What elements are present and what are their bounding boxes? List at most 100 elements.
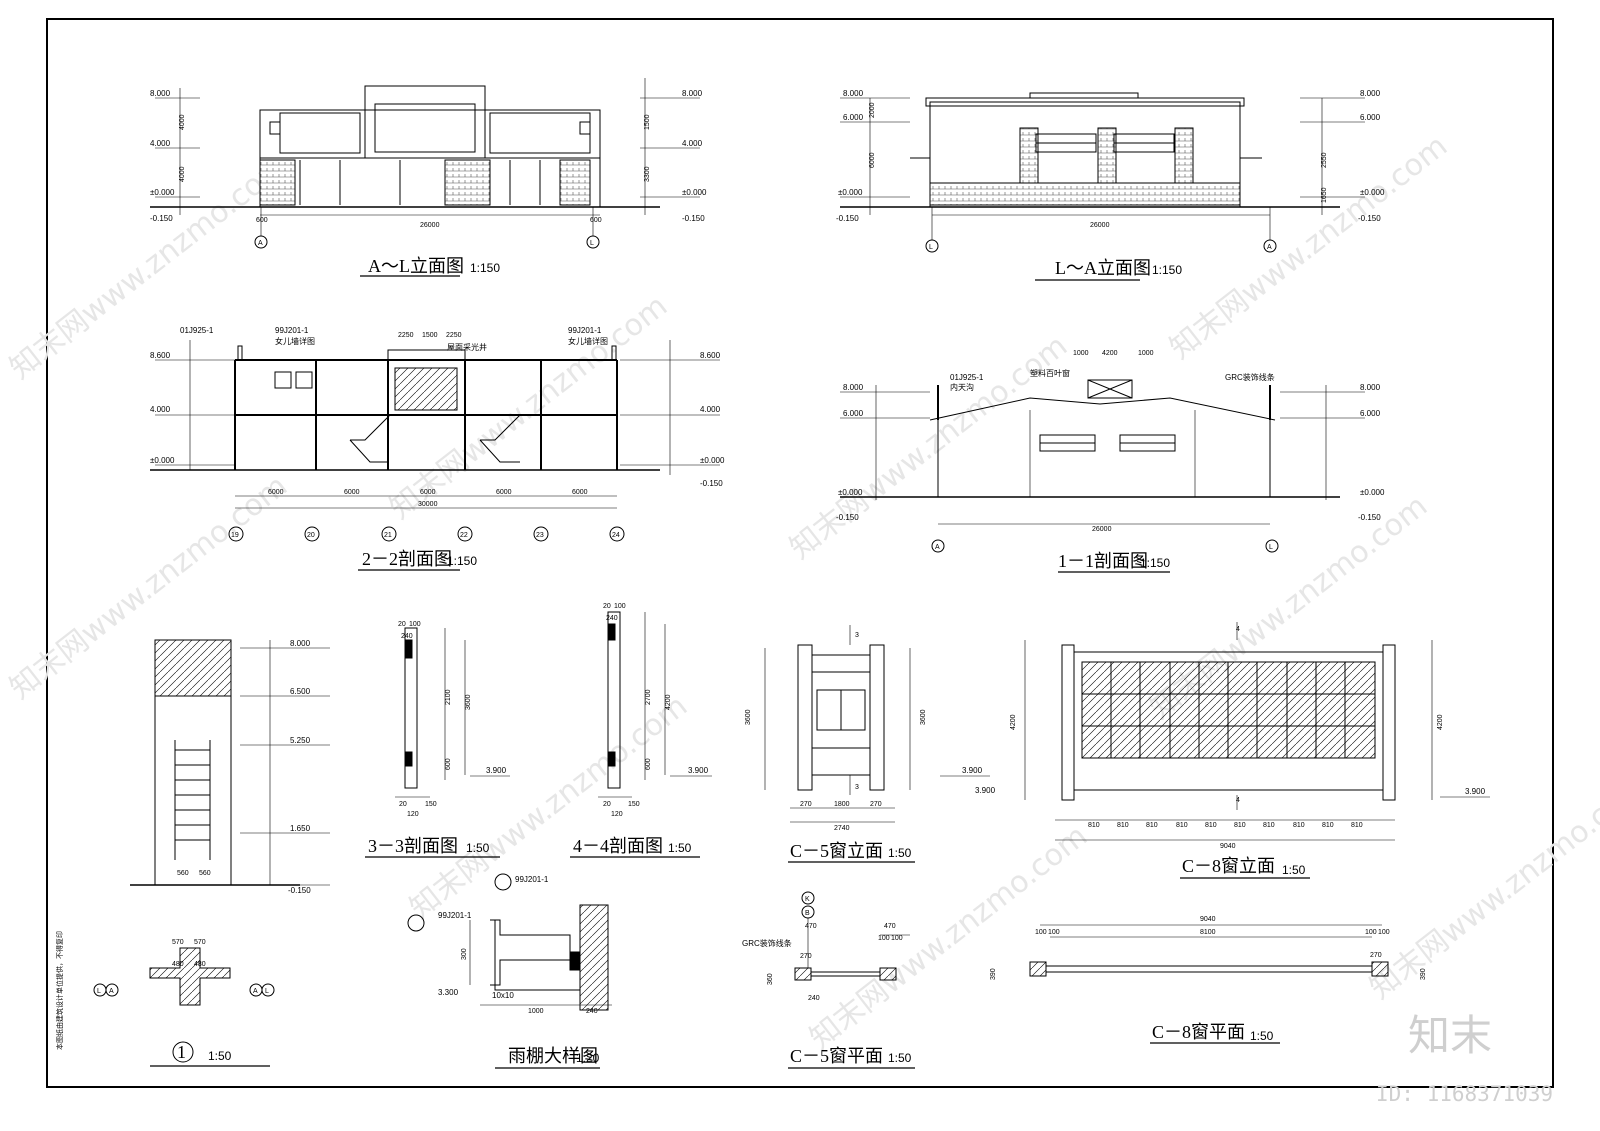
- svg-text:3.300: 3.300: [438, 988, 459, 997]
- svg-text:810: 810: [1263, 822, 1275, 829]
- svg-text:100: 100: [1378, 929, 1390, 936]
- svg-text:600: 600: [256, 217, 268, 224]
- svg-text:-0.150: -0.150: [682, 214, 705, 223]
- svg-text:30000: 30000: [418, 501, 438, 508]
- svg-text:560: 560: [177, 870, 189, 877]
- svg-text:100: 100: [891, 935, 903, 942]
- svg-text:270: 270: [1370, 952, 1382, 959]
- svg-text:4200: 4200: [1010, 714, 1017, 730]
- svg-text:120: 120: [407, 811, 419, 818]
- svg-text:3.900: 3.900: [1465, 787, 1486, 796]
- svg-text:屋面采光井: 屋面采光井: [447, 342, 487, 352]
- canopy-detail-text: 1000 240 300 3.300 99J201-1 99J201-1 10x…: [438, 875, 600, 1066]
- svg-text:知末网www.znzmo.com: 知末网www.znzmo.com: [783, 328, 1074, 566]
- svg-text:270: 270: [870, 801, 882, 808]
- svg-text:塑料百叶窗: 塑料百叶窗: [1030, 368, 1070, 378]
- svg-text:8.000: 8.000: [1360, 383, 1381, 392]
- svg-text:4000: 4000: [179, 166, 186, 182]
- svg-text:10x10: 10x10: [492, 991, 514, 1000]
- watermark-logo: 知末: [1408, 1011, 1492, 1060]
- svg-text:8.000: 8.000: [843, 89, 864, 98]
- svg-text:知末网www.znzmo.com: 知末网www.znzmo.com: [1163, 128, 1454, 366]
- svg-text:L: L: [929, 244, 933, 251]
- svg-text:810: 810: [1293, 822, 1305, 829]
- svg-text:1500: 1500: [422, 332, 438, 339]
- svg-text:600: 600: [445, 758, 452, 770]
- svg-text:1:50: 1:50: [1250, 1029, 1274, 1043]
- svg-text:4.000: 4.000: [150, 405, 171, 414]
- svg-text:1:150: 1:150: [470, 261, 500, 275]
- svg-text:4: 4: [1236, 797, 1240, 804]
- svg-text:8.600: 8.600: [150, 351, 171, 360]
- svg-text:4200: 4200: [665, 694, 672, 710]
- svg-text:810: 810: [1117, 822, 1129, 829]
- svg-text:C－5窗立面: C－5窗立面: [790, 841, 883, 861]
- drawing-frame: [46, 18, 1554, 1088]
- svg-text:女儿墙详图: 女儿墙详图: [275, 336, 315, 346]
- svg-text:26000: 26000: [420, 222, 440, 229]
- svg-text:6.000: 6.000: [1360, 113, 1381, 122]
- svg-text:6000: 6000: [496, 489, 512, 496]
- svg-text:480: 480: [194, 961, 206, 968]
- svg-text:4.000: 4.000: [150, 139, 171, 148]
- svg-text:600: 600: [645, 758, 652, 770]
- svg-text:GRC装饰线条: GRC装饰线条: [742, 938, 792, 948]
- svg-text:8.000: 8.000: [150, 89, 171, 98]
- svg-text:K: K: [805, 896, 810, 903]
- svg-text:A: A: [109, 988, 114, 995]
- svg-text:1:20: 1:20: [576, 1051, 600, 1065]
- svg-text:23: 23: [536, 532, 544, 539]
- svg-text:A: A: [253, 988, 258, 995]
- svg-text:150: 150: [628, 801, 640, 808]
- svg-text:8.000: 8.000: [1360, 89, 1381, 98]
- svg-text:雨棚大样图: 雨棚大样图: [508, 1046, 598, 1066]
- svg-text:1500: 1500: [644, 114, 651, 130]
- svg-text:6.000: 6.000: [843, 409, 864, 418]
- watermark: 知末网www.znzmo.com 知末网www.znzmo.com 知末网www…: [3, 128, 1600, 1056]
- svg-text:2100: 2100: [445, 689, 452, 705]
- svg-text:±0.000: ±0.000: [150, 188, 175, 197]
- svg-text:20: 20: [398, 621, 406, 628]
- svg-text:女儿墙详图: 女儿墙详图: [568, 336, 608, 346]
- svg-text:100: 100: [878, 935, 890, 942]
- svg-text:240: 240: [606, 615, 618, 622]
- svg-text:-0.150: -0.150: [150, 214, 173, 223]
- svg-text:1650: 1650: [1321, 187, 1328, 203]
- al-elevation: [150, 78, 700, 277]
- svg-text:-0.150: -0.150: [1358, 513, 1381, 522]
- svg-text:6.000: 6.000: [843, 113, 864, 122]
- section-1-1-text: 8.000 6.000 ±0.000 -0.150 8.000 6.000 ±0…: [836, 350, 1385, 571]
- svg-text:1:50: 1:50: [668, 841, 692, 855]
- svg-text:±0.000: ±0.000: [682, 188, 707, 197]
- svg-text:B: B: [805, 910, 810, 917]
- svg-text:3－3剖面图: 3－3剖面图: [368, 836, 458, 856]
- svg-text:A: A: [258, 240, 263, 247]
- svg-text:21: 21: [384, 532, 392, 539]
- svg-text:1000: 1000: [1073, 350, 1089, 357]
- section-3-3: [365, 627, 510, 858]
- svg-text:100: 100: [614, 603, 626, 610]
- svg-text:±0.000: ±0.000: [838, 188, 863, 197]
- svg-text:8.000: 8.000: [843, 383, 864, 392]
- svg-text:100: 100: [1035, 929, 1047, 936]
- svg-text:3.900: 3.900: [975, 786, 996, 795]
- svg-text:1:50: 1:50: [466, 841, 490, 855]
- svg-text:2－2剖面图: 2－2剖面图: [362, 549, 452, 569]
- svg-text:390: 390: [990, 968, 997, 980]
- svg-text:4.000: 4.000: [700, 405, 721, 414]
- svg-text:A～L立面图: A～L立面图: [368, 256, 464, 276]
- svg-text:L: L: [590, 240, 594, 247]
- svg-text:6000: 6000: [572, 489, 588, 496]
- svg-text:360: 360: [767, 973, 774, 985]
- svg-text:20: 20: [307, 532, 315, 539]
- svg-text:±0.000: ±0.000: [1360, 488, 1385, 497]
- svg-text:6000: 6000: [420, 489, 436, 496]
- svg-text:100: 100: [409, 621, 421, 628]
- svg-text:知末网www.znzmo.com: 知末网www.znzmo.com: [3, 148, 294, 386]
- svg-text:3.900: 3.900: [688, 766, 709, 775]
- svg-text:1000: 1000: [528, 1008, 544, 1015]
- la-elevation-text: 8.000 6.000 ±0.000 -0.150 8.000 6.000 ±0…: [836, 89, 1385, 278]
- svg-text:8.600: 8.600: [700, 351, 721, 360]
- svg-text:810: 810: [1351, 822, 1363, 829]
- svg-text:±0.000: ±0.000: [838, 488, 863, 497]
